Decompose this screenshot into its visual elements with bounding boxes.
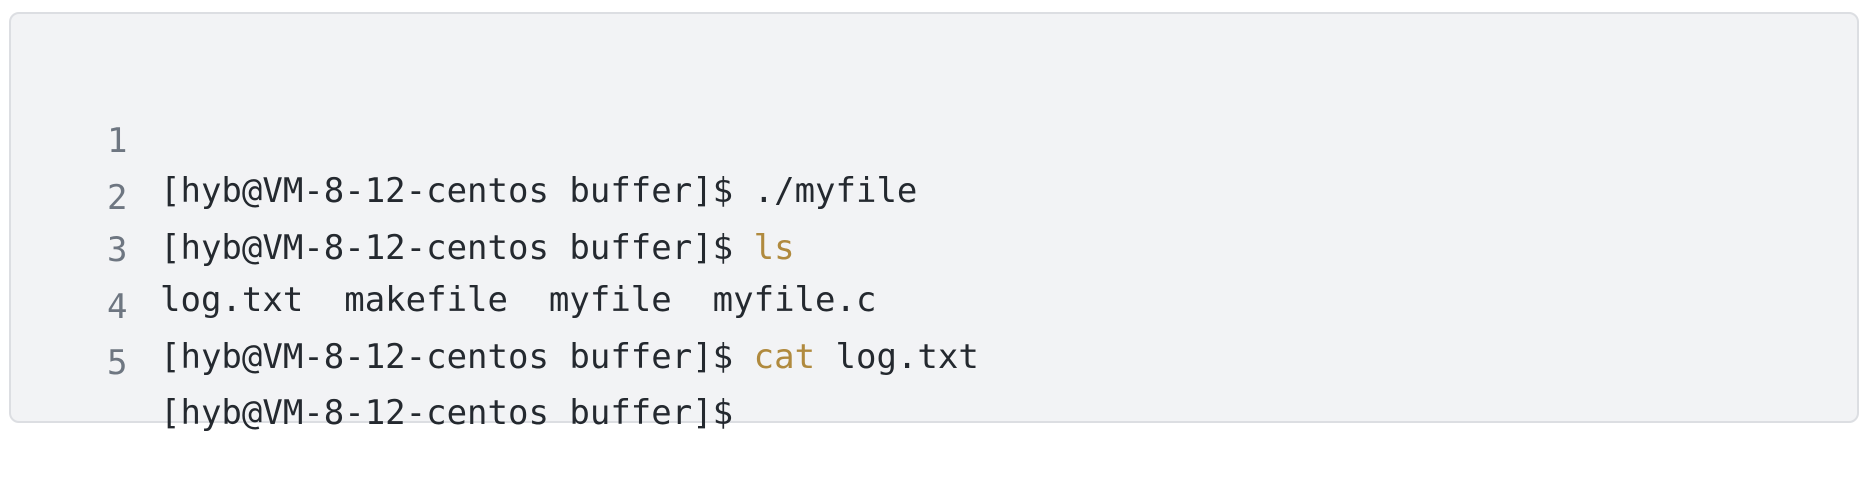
code-line: 5 [hyb@VM-8-12-centos buffer]$	[11, 288, 733, 433]
command-keyword: ls	[753, 228, 795, 268]
line-content: [hyb@VM-8-12-centos buffer]$ cat log.txt	[160, 332, 979, 382]
code-line: 2 [hyb@VM-8-12-centos buffer]$ ls	[11, 123, 795, 268]
command-args: log.txt	[815, 337, 979, 377]
line-content: log.txt makefile myfile myfile.c	[160, 275, 876, 325]
shell-prompt: [hyb@VM-8-12-centos buffer]$	[160, 228, 754, 268]
command-output: log.txt makefile myfile myfile.c	[160, 280, 877, 320]
line-number: 3	[107, 230, 128, 270]
command-args: ./myfile	[753, 171, 918, 211]
line-content: [hyb@VM-8-12-centos buffer]$	[160, 388, 733, 438]
code-line: 1 [hyb@VM-8-12-centos buffer]$ ./myfile	[11, 66, 917, 211]
code-line: 4 [hyb@VM-8-12-centos buffer]$ cat log.t…	[11, 232, 979, 377]
line-number: 5	[107, 343, 128, 383]
line-number: 1	[107, 121, 128, 161]
shell-prompt: [hyb@VM-8-12-centos buffer]$	[160, 337, 754, 377]
line-number: 2	[107, 178, 128, 218]
shell-prompt: [hyb@VM-8-12-centos buffer]$	[160, 393, 734, 433]
line-content: [hyb@VM-8-12-centos buffer]$ ls	[160, 223, 795, 273]
line-number: 4	[107, 287, 128, 327]
code-block: 1 [hyb@VM-8-12-centos buffer]$ ./myfile …	[9, 12, 1859, 433]
command-keyword: cat	[753, 337, 816, 377]
shell-prompt: [hyb@VM-8-12-centos buffer]$	[160, 171, 754, 211]
code-line: 3 log.txt makefile myfile myfile.c	[11, 175, 876, 320]
line-content: [hyb@VM-8-12-centos buffer]$ ./myfile	[160, 166, 917, 216]
